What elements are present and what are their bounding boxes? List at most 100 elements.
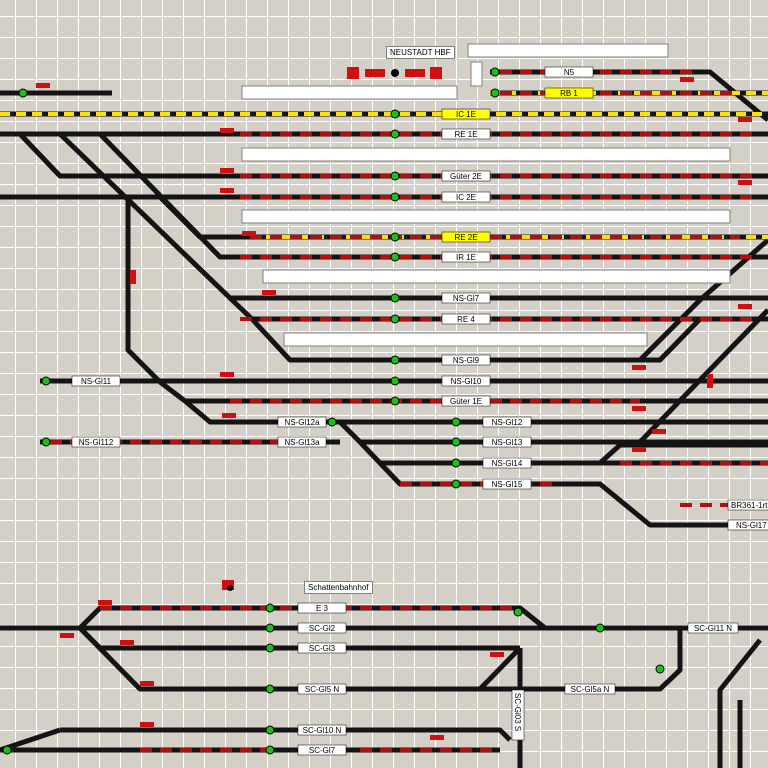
signal-red[interactable] [222,413,236,418]
signal-green[interactable] [18,88,28,98]
track-label-e3[interactable]: E 3 [316,604,329,613]
track-label-n5[interactable]: N5 [564,68,575,77]
signal-green[interactable] [513,607,523,617]
track-label-scgl7[interactable]: SC-Gl7 [309,746,336,755]
signal-red[interactable] [652,429,666,434]
signal-green[interactable] [327,417,337,427]
track-label-scgl5n[interactable]: SC-Gl5 N [305,685,339,694]
track-line[interactable] [125,197,162,384]
signal-green[interactable] [41,376,51,386]
signal-red[interactable] [738,304,752,309]
track-line[interactable] [338,420,768,445]
signal-red[interactable] [220,168,234,173]
track-label-gueter1e[interactable]: Güter 1E [450,397,482,406]
track-label-scgl03s[interactable]: SC-Gl03 S [513,693,522,731]
track-line[interactable] [638,238,768,362]
signal-green[interactable] [390,192,400,202]
signal-red[interactable] [632,406,646,411]
signal-green[interactable] [390,314,400,324]
track-label-nsgl12a[interactable]: NS-Gl12a [284,418,320,427]
signal-green[interactable] [2,745,12,755]
track-label-nsgl14[interactable]: NS-Gl14 [492,459,523,468]
track-label-nsgl10[interactable]: NS-Gl10 [451,377,482,386]
signal-green[interactable] [265,603,275,613]
track-label-nsgl112[interactable]: NS-Gl112 [79,438,114,447]
track-label-nsgl11[interactable]: NS-Gl11 [81,377,112,386]
signal-red[interactable] [262,290,276,295]
track-line[interactable] [183,399,768,425]
signal-box-icon[interactable] [405,69,425,77]
signal-green[interactable] [265,623,275,633]
signal-green[interactable] [41,437,51,447]
track-label-nsgl13[interactable]: NS-Gl13 [492,438,523,447]
signal-green[interactable] [595,623,605,633]
track-label-ic1e[interactable]: IC 1E [456,110,476,119]
signal-green[interactable] [451,479,461,489]
track-label-scgl5an[interactable]: SC-Gl5a N [571,685,610,694]
signal-red[interactable] [120,640,134,645]
track-line[interactable] [638,308,768,444]
signal-green[interactable] [451,458,461,468]
track-label-scgl10n[interactable]: SC-Gl10 N [303,726,342,735]
signal-green[interactable] [265,684,275,694]
signal-green[interactable] [265,643,275,653]
signal-green[interactable] [265,745,275,755]
signal-red[interactable] [140,722,154,727]
signal-red[interactable] [220,128,234,133]
signal-green[interactable] [390,355,400,365]
track-label-ic2e[interactable]: IC 2E [456,193,476,202]
signal-red[interactable] [36,83,50,88]
signal-red[interactable] [680,77,694,82]
track-label-nsgl17[interactable]: NS-Gl17 [736,521,767,530]
track-line[interactable] [717,638,762,768]
signal-red[interactable] [60,633,74,638]
signal-red[interactable] [220,372,234,377]
signal-green[interactable] [265,725,275,735]
track-label-nsgl9[interactable]: NS-Gl9 [453,356,480,365]
signal-red[interactable] [490,652,504,657]
signal-red[interactable] [707,374,713,388]
signal-green[interactable] [490,88,500,98]
signal-green[interactable] [390,252,400,262]
track-line[interactable] [0,131,768,179]
signal-red[interactable] [430,735,444,740]
track-label-scgl2[interactable]: SC-Gl2 [309,624,336,633]
signal-green[interactable] [451,437,461,447]
signal-red[interactable] [242,231,256,236]
track-label-scgl11n[interactable]: SC-Gl11 N [694,624,732,633]
signal-box-icon[interactable] [365,69,385,77]
track-label-gueter2e[interactable]: Güter 2E [450,172,482,181]
signal-box-icon[interactable] [391,69,399,77]
track-label-scgl3[interactable]: SC-Gl3 [309,644,336,653]
track-line[interactable] [598,442,768,465]
signal-green[interactable] [451,417,461,427]
signal-green[interactable] [490,67,500,77]
track-label-re1e[interactable]: RE 1E [454,130,477,139]
track-label-nsgl15[interactable]: NS-Gl15 [492,480,523,489]
signal-box-icon[interactable] [347,67,359,79]
signal-green[interactable] [390,396,400,406]
signal-red[interactable] [98,600,112,605]
signal-green[interactable] [655,664,665,674]
track-label-nsgl7[interactable]: NS-Gl7 [453,294,480,303]
track-label-rb1[interactable]: RB 1 [560,89,578,98]
signal-red[interactable] [738,117,752,122]
track-label-nsgl13a[interactable]: NS-Gl13a [284,438,320,447]
track-line[interactable] [378,461,768,528]
signal-green[interactable] [390,129,400,139]
track-label-re2e[interactable]: RE 2E [454,233,477,242]
signal-green[interactable] [390,232,400,242]
signal-red[interactable] [632,447,646,452]
signal-box-icon[interactable] [430,67,442,79]
signal-green[interactable] [390,171,400,181]
signal-box-icon[interactable] [227,585,233,591]
signal-red[interactable] [738,180,752,185]
signal-red[interactable] [632,365,646,370]
signal-red[interactable] [140,681,154,686]
track-label-ir1e[interactable]: IR 1E [456,253,476,262]
track-label-re4[interactable]: RE 4 [457,315,475,324]
track-line[interactable] [60,727,512,742]
track-line[interactable] [478,646,522,691]
track-label-nsgl12[interactable]: NS-Gl12 [492,418,523,427]
signal-box-icon[interactable] [222,580,234,590]
